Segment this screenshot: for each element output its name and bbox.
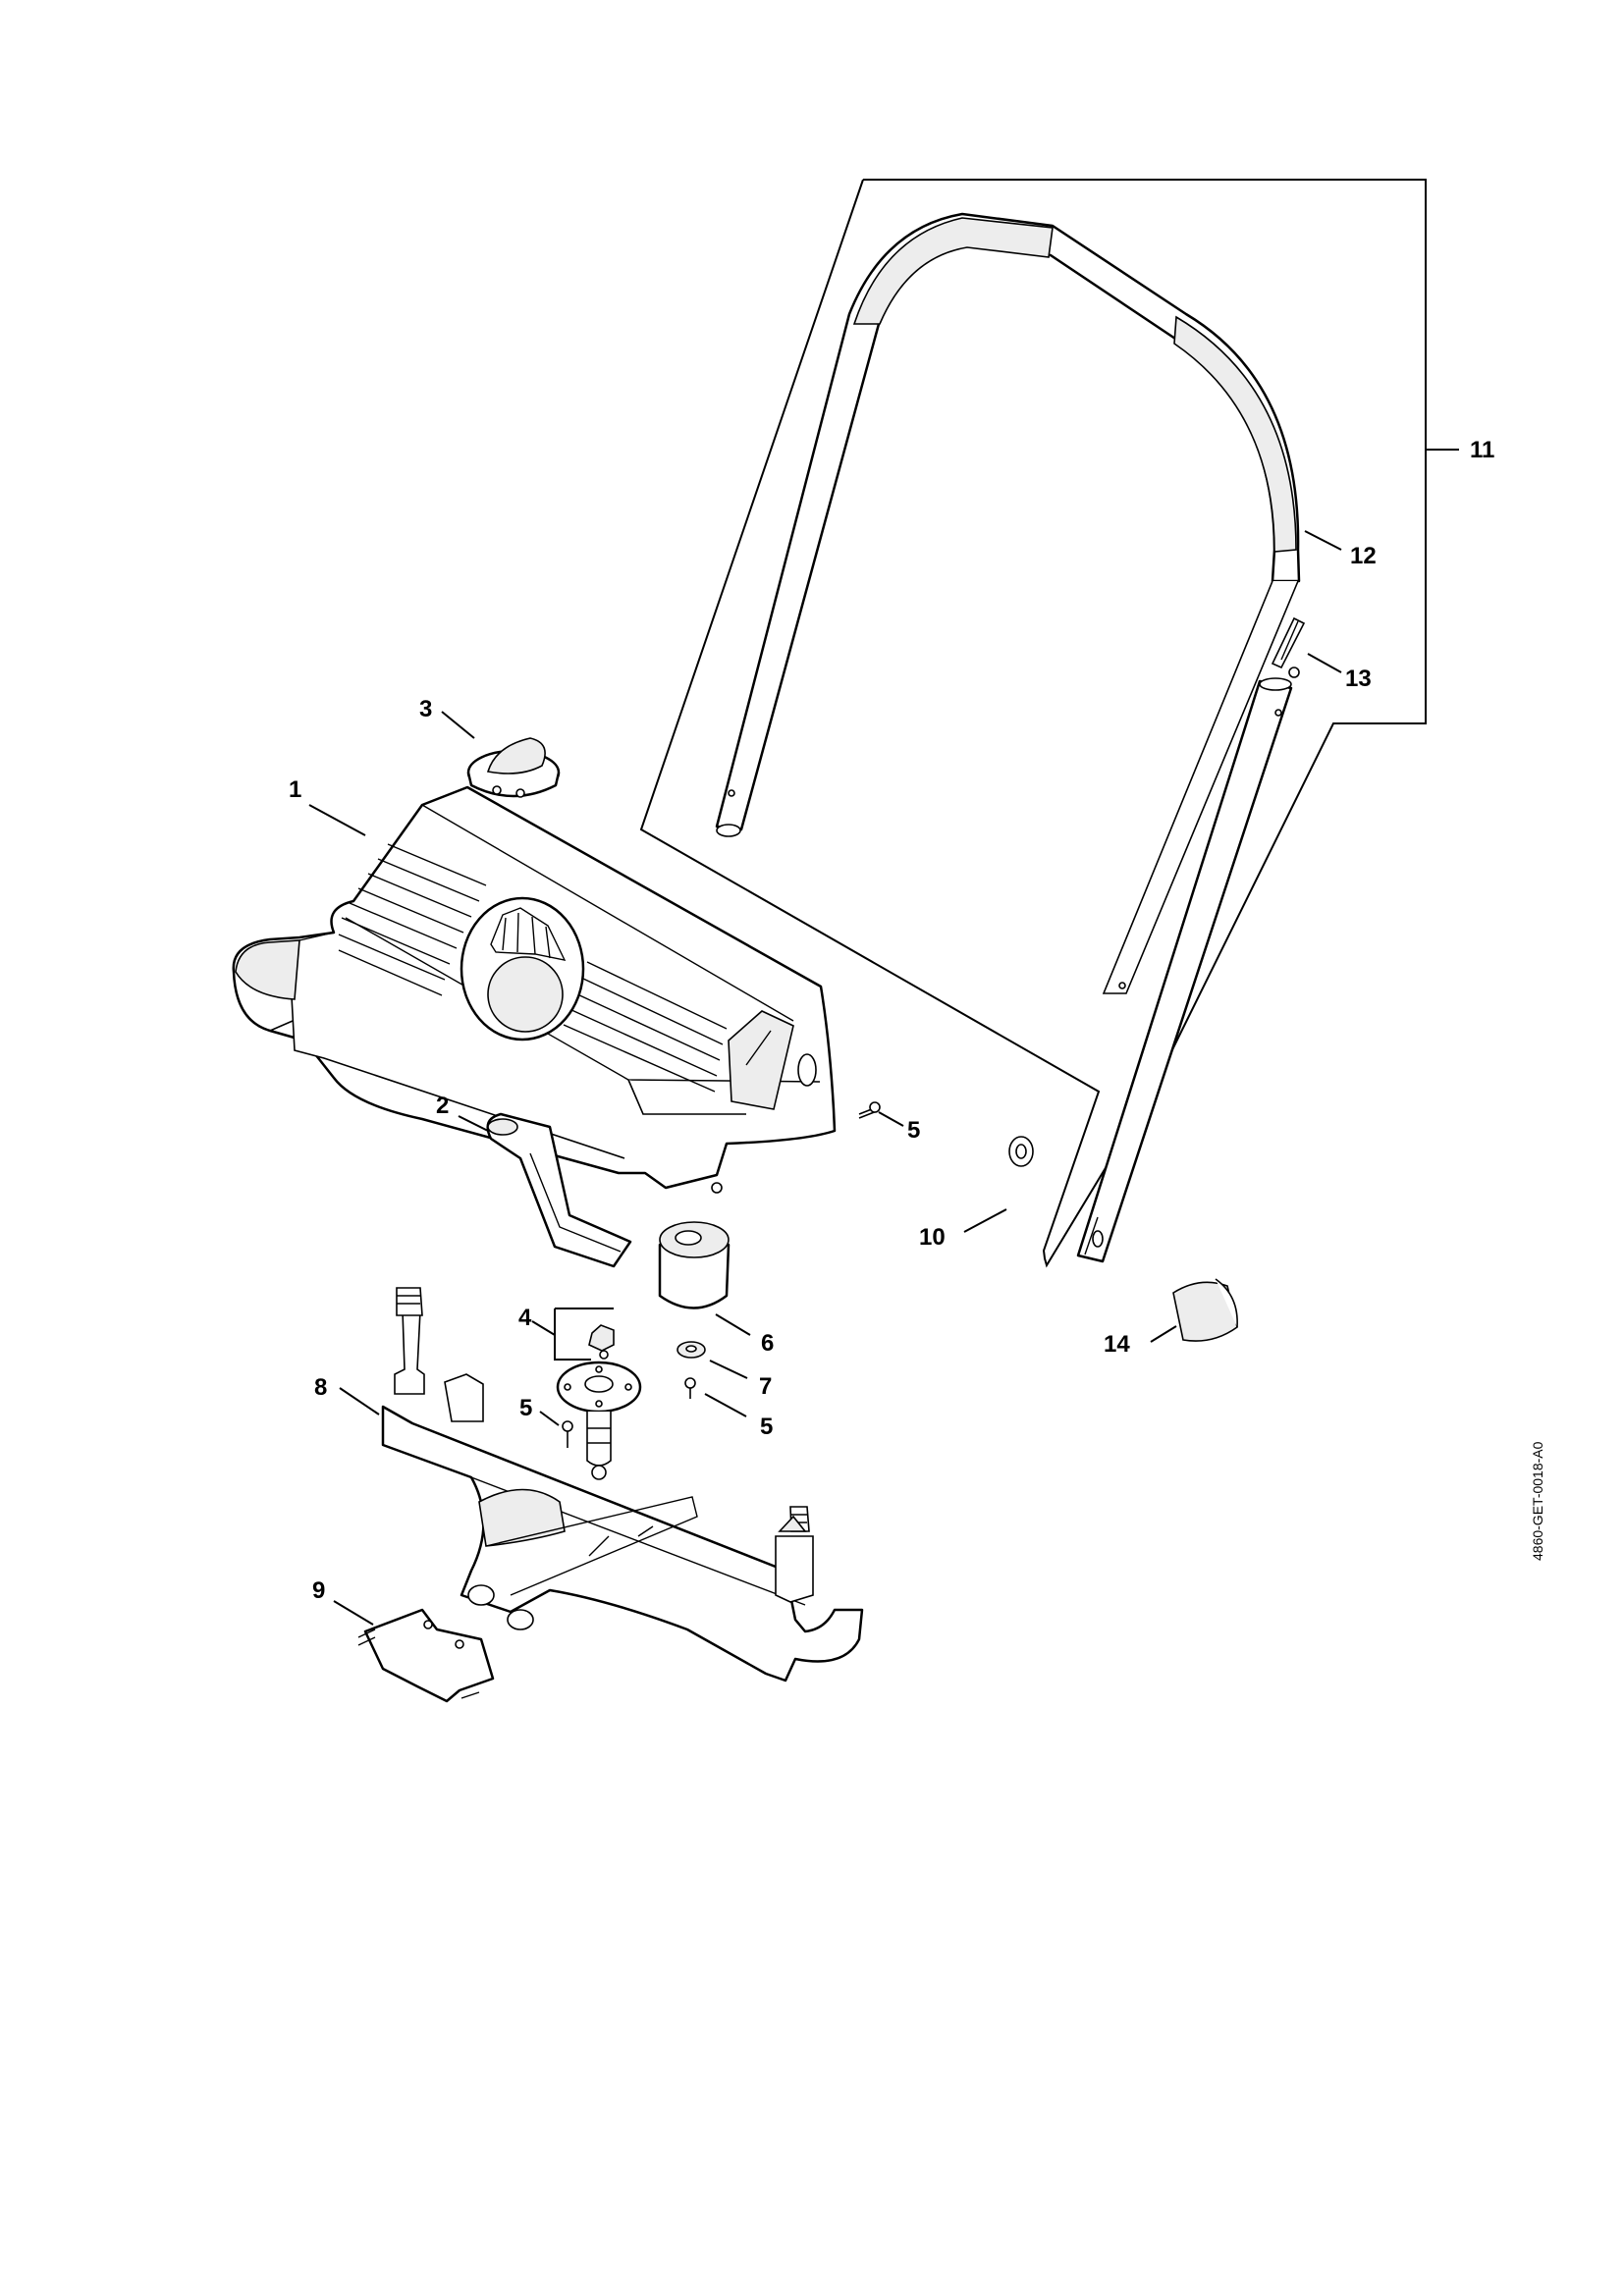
leader-12 [1304, 530, 1342, 551]
end-cap [1172, 1278, 1238, 1342]
tank-cap [466, 737, 561, 798]
main-housing [232, 785, 837, 1194]
nut [677, 1341, 706, 1359]
screw-upper [858, 1101, 881, 1119]
lower-tube [1076, 677, 1293, 1263]
leader-13 [1307, 653, 1342, 673]
washer [1008, 1136, 1034, 1167]
leader-4 [531, 1320, 556, 1336]
callout-3: 3 [419, 696, 432, 722]
leader-6 [715, 1313, 751, 1336]
callout-8: 8 [314, 1374, 327, 1401]
leader-8 [339, 1387, 380, 1415]
callout-6: 6 [761, 1330, 774, 1357]
mounting-plate-assembly [554, 1308, 642, 1480]
callout-9: 9 [312, 1577, 325, 1604]
leader-14 [1150, 1325, 1177, 1343]
leader-5a [878, 1111, 904, 1127]
leader-7 [709, 1360, 748, 1379]
leader-5b [539, 1411, 560, 1426]
group-11-boundary [639, 179, 1427, 1268]
callout-7: 7 [759, 1373, 772, 1400]
leader-3 [441, 711, 475, 739]
callout-4: 4 [518, 1305, 532, 1331]
document-reference: 4860-GET-0018-A0 [1530, 1441, 1545, 1561]
leader-10 [963, 1208, 1007, 1233]
callout-13: 13 [1345, 666, 1372, 692]
screw-lower-left [562, 1420, 573, 1448]
leader-1 [308, 804, 366, 836]
blade [357, 1608, 495, 1703]
callout-1: 1 [289, 776, 301, 803]
base-frame [381, 1287, 864, 1682]
handlebar-bow [715, 212, 1301, 994]
leader-2 [458, 1115, 489, 1132]
leader-5c [704, 1393, 747, 1417]
callout-12: 12 [1350, 543, 1377, 569]
callout-14: 14 [1104, 1331, 1130, 1358]
callout-2: 2 [436, 1093, 449, 1119]
callout-5-lower-left: 5 [519, 1395, 532, 1421]
callout-11: 11 [1470, 437, 1494, 463]
callout-5-upper: 5 [907, 1117, 920, 1144]
callout-10: 10 [919, 1224, 946, 1251]
screw-mid-right [684, 1377, 696, 1399]
leader-9 [333, 1600, 374, 1626]
callout-5-mid-right: 5 [760, 1414, 773, 1440]
rubber-buffer [658, 1221, 731, 1309]
clip-part [1271, 616, 1306, 678]
